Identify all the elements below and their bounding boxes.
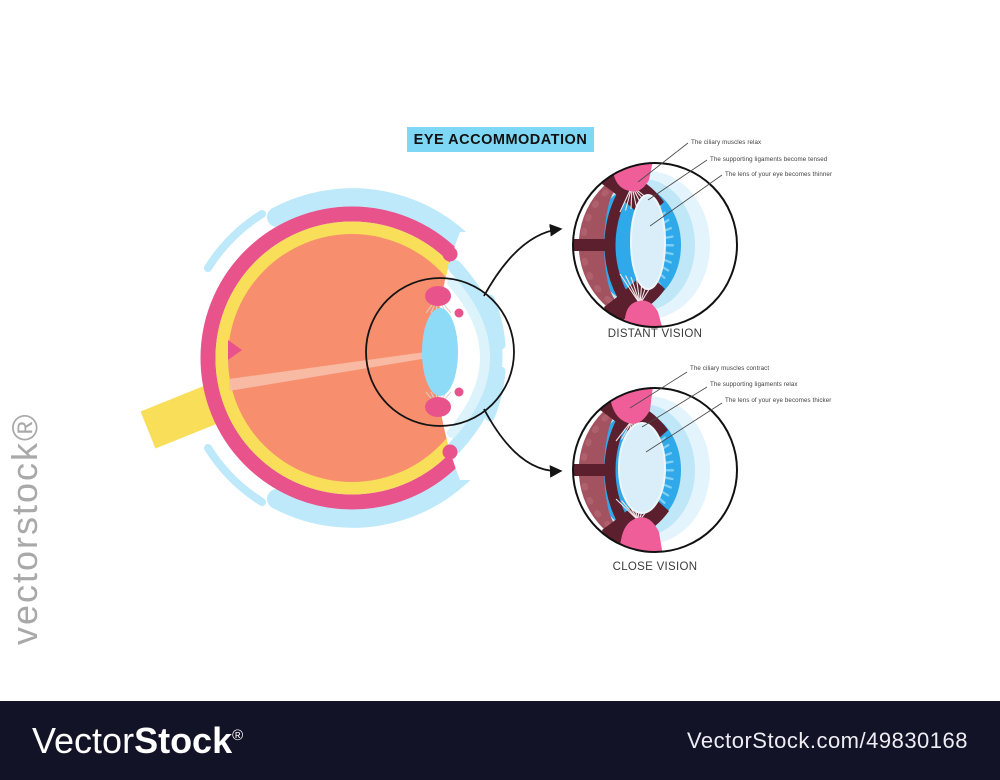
muscle-branch-horizontal: [573, 464, 610, 476]
caption-distant-vision: DISTANT VISION: [607, 328, 703, 340]
image-credit-url: VectorStock.com/49830168: [686, 727, 968, 753]
magnifier-circle: [365, 277, 515, 427]
muscle-branch-horizontal: [573, 239, 610, 251]
close-vision-detail: [572, 387, 738, 553]
lens-thick: [618, 422, 666, 514]
cornea-arcs: [447, 260, 506, 454]
watermark-bar: VectorStock® VectorStock.com/49830168: [0, 701, 1000, 780]
watermark-vertical: vectorstock®: [4, 412, 45, 645]
logo-stock: Stock: [134, 719, 233, 761]
label-distant-lens: The lens of your eye becomes thinner: [725, 171, 833, 178]
ligament-fibers-bottom: [619, 273, 654, 305]
iris-tip-bottom: [454, 387, 464, 397]
label-distant-ligaments: The supporting ligaments become tensed: [710, 156, 828, 163]
label-close-lens: The lens of your eye becomes thicker: [725, 397, 832, 404]
caption-close-vision: CLOSE VISION: [612, 561, 698, 573]
main-eye-cross-section: [140, 188, 575, 528]
ciliary-body-top: [425, 286, 451, 306]
lens: [422, 308, 458, 396]
vitreous-body: [228, 234, 476, 482]
label-close-ligaments: The supporting ligaments relax: [710, 381, 798, 388]
detail-circle-outline: [572, 162, 738, 328]
arrow-to-close: [483, 408, 563, 478]
label-close-ciliary: The ciliary muscles contract: [690, 365, 770, 372]
page-title: EYE ACCOMMODATION: [413, 131, 588, 148]
lens-thin: [630, 194, 666, 290]
iris-root-bottom: [442, 444, 458, 460]
ciliary-body-bottom: [425, 397, 451, 417]
registered-mark: ®: [232, 726, 244, 744]
iris-tip-top: [454, 308, 464, 318]
label-distant-ciliary: The ciliary muscles relax: [691, 139, 762, 146]
logo-vector: Vector: [32, 719, 135, 761]
magnifier: [365, 223, 563, 478]
optic-disc: [228, 340, 242, 360]
arrow-to-distant: [483, 223, 563, 297]
hyaloid-canal: [229, 350, 440, 391]
title-banner: EYE ACCOMMODATION: [407, 127, 594, 152]
detail-circle-outline: [572, 387, 738, 553]
distant-vision-detail: [572, 162, 738, 328]
leader-lines: [629, 142, 723, 453]
iris-root-top: [442, 246, 458, 262]
vectorstock-logo: VectorStock®: [32, 720, 243, 762]
